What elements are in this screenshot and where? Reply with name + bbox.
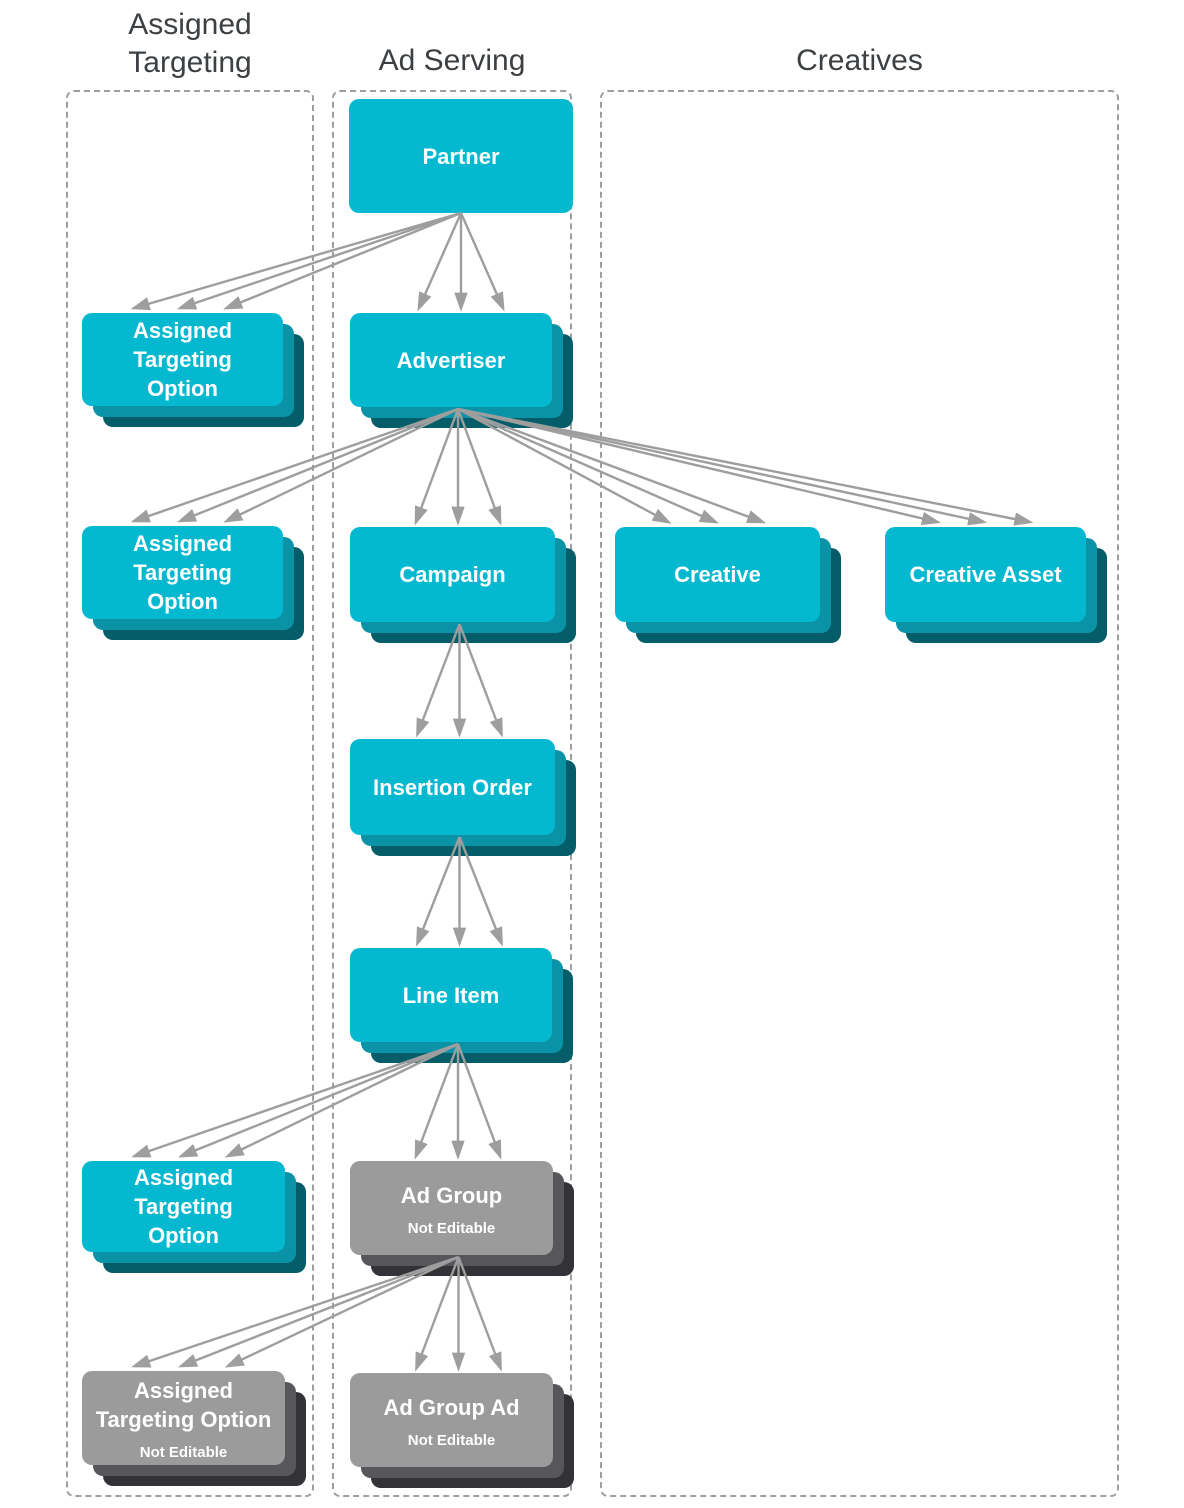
node-label: Advertiser	[396, 347, 506, 373]
node-label: Assigned Targeting Option	[133, 1165, 234, 1248]
column-title-ad-serving: Ad Serving	[378, 44, 526, 77]
column-title-creatives: Creatives	[796, 44, 923, 77]
node-label: Campaign	[399, 562, 506, 587]
node-insertion-order: Insertion Order	[350, 739, 576, 856]
node-label: Assigned Targeting Option	[132, 531, 233, 614]
node-label: Ad Group	[400, 1182, 503, 1208]
node-line-item: Line Item	[350, 948, 573, 1063]
node-label: Assigned Targeting Option	[132, 318, 233, 401]
node-campaign: Campaign	[350, 527, 576, 643]
column-assigned-targeting	[66, 90, 314, 1497]
node-label: Line Item	[402, 982, 500, 1008]
node-label: Insertion Order	[373, 774, 532, 800]
node-ad-group-ad: Ad Group Ad Not Editable	[350, 1373, 574, 1488]
node-partner: Partner	[349, 99, 573, 213]
node-assigned-targeting-option-advertiser: Assigned Targeting Option	[82, 526, 304, 640]
node-advertiser: Advertiser	[350, 313, 573, 428]
node-assigned-targeting-option-partner: Assigned Targeting Option	[82, 313, 304, 427]
node-assigned-targeting-option-line-item: Assigned Targeting Option	[82, 1161, 306, 1273]
node-creative-asset: Creative Asset	[885, 527, 1107, 643]
node-label: Creative	[674, 562, 761, 587]
node-assigned-targeting-option-ad-group: Assigned Targeting Option Not Editable	[82, 1371, 306, 1486]
node-label: Creative Asset	[909, 562, 1062, 587]
node-label: Assigned Targeting Option	[95, 1378, 272, 1432]
node-label: Ad Group Ad	[383, 1394, 520, 1420]
node-ad-group: Ad Group Not Editable	[350, 1161, 574, 1276]
column-title-assigned-targeting: Assigned Targeting	[128, 8, 252, 79]
node-sublabel-not-editable: Not Editable	[407, 1431, 496, 1449]
node-label: Partner	[422, 143, 500, 169]
node-creative: Creative	[615, 527, 841, 643]
column-creatives	[600, 90, 1119, 1497]
node-sublabel-not-editable: Not Editable	[139, 1444, 228, 1461]
node-sublabel-not-editable: Not Editable	[407, 1219, 496, 1237]
